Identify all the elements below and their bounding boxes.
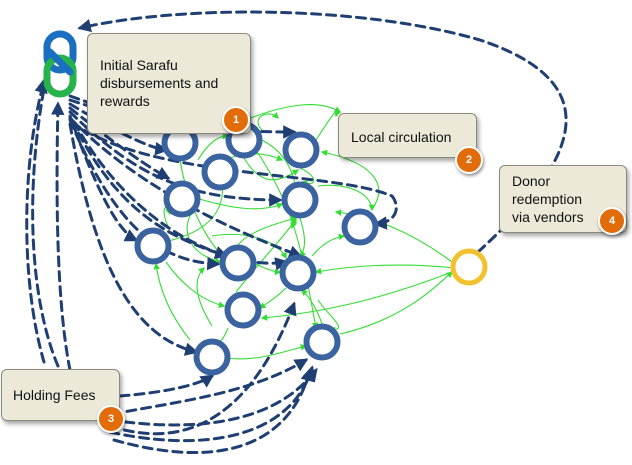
local-flow-arrow	[255, 263, 282, 276]
disbursement-arrow	[68, 116, 303, 259]
holding-fee-arrow	[51, 101, 72, 372]
user-node	[341, 208, 379, 246]
user-node	[224, 291, 262, 329]
disbursement-arrow	[68, 102, 169, 156]
local-flow-arrow	[315, 109, 341, 141]
holding-fee-arrow	[118, 374, 215, 398]
user-node	[282, 131, 320, 169]
local-flow-arrow	[257, 111, 279, 131]
donor-redemption-arrow	[77, 10, 568, 254]
logo-link-overlap	[46, 48, 74, 76]
holding-fee-arrow	[108, 365, 316, 443]
user-node	[163, 180, 201, 218]
disbursement-arrow	[70, 118, 229, 259]
local-flow-arrow	[165, 261, 226, 308]
user-node	[281, 181, 319, 219]
local-flow-arrow	[153, 262, 191, 341]
local-flow-arrow	[317, 184, 376, 212]
local-flow-arrow	[339, 271, 453, 335]
disbursement-arrow	[68, 122, 199, 356]
local-flow-arrow	[235, 216, 297, 293]
local-flow-arrow	[225, 344, 308, 360]
callout-holding-fees-text: Holding Fees	[13, 387, 96, 403]
holding-fee-arrow	[31, 75, 60, 368]
holding-fee-arrow	[25, 79, 48, 364]
user-node	[279, 254, 317, 292]
user-node	[303, 323, 341, 361]
user-node	[193, 338, 231, 376]
step-badge-4: 4	[598, 207, 626, 235]
local-flow-arrow	[258, 287, 287, 309]
local-flow-arrow	[311, 233, 346, 257]
user-node	[201, 153, 239, 191]
disbursement-and-fee-arrows	[25, 10, 568, 455]
step-badge-1: 1	[222, 106, 250, 134]
vendor-node	[450, 248, 488, 286]
local-flow-arrow	[243, 157, 300, 181]
holding-fee-arrow	[108, 367, 318, 427]
local-flow-arrow	[239, 104, 342, 123]
callout-local-circulation: Local circulation	[338, 113, 477, 158]
local-flow-arrow	[320, 149, 380, 210]
local-flow-arrow	[314, 264, 455, 275]
disbursement-arrow	[70, 120, 398, 230]
step-badge-2: 2	[455, 146, 483, 174]
user-node	[219, 244, 257, 282]
holding-fee-arrow	[110, 358, 309, 416]
disbursement-arrow	[68, 106, 171, 180]
local-flow-arrow	[196, 267, 213, 327]
step-badge-3: 3	[97, 405, 125, 433]
local-flow-arrow	[255, 149, 319, 330]
local-flow-arrow	[237, 216, 298, 246]
holding-fee-arrow	[112, 367, 314, 455]
callout-donor-redemption-text: Donor redemption via vendors	[512, 173, 584, 225]
sarafu-chain-logo-icon	[43, 30, 77, 98]
callout-local-circulation-text: Local circulation	[351, 129, 452, 145]
user-nodes	[134, 121, 488, 376]
local-flow-arrow	[301, 289, 323, 325]
callout-initial-disbursements-text: Initial Sarafu disbursements and rewards	[100, 57, 219, 109]
disbursement-arrow	[72, 120, 289, 271]
user-node	[134, 227, 172, 265]
local-flow-arrow	[299, 167, 315, 187]
